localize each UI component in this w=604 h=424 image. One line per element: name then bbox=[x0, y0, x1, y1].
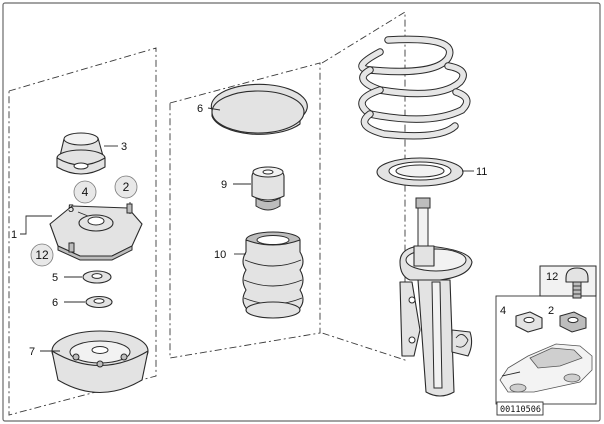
callout-3: 3 bbox=[121, 141, 127, 153]
callout-6b-leader bbox=[207, 107, 221, 111]
support-bearing-cap bbox=[56, 132, 106, 175]
coil-spring bbox=[358, 35, 471, 140]
callout-7: 7 bbox=[29, 346, 35, 358]
callout-10: 10 bbox=[214, 249, 226, 261]
svg-text:2: 2 bbox=[123, 180, 130, 194]
callout-5a-leader bbox=[77, 211, 89, 217]
drawing-reference-number: 00110506 bbox=[500, 405, 541, 415]
callout-2-bubble: 2 bbox=[114, 175, 138, 199]
washer-5 bbox=[82, 270, 112, 284]
strut-mount-plate bbox=[49, 202, 143, 261]
callout-5a: 5 bbox=[68, 203, 74, 215]
svg-text:12: 12 bbox=[35, 248, 49, 262]
middle-panel-outline bbox=[169, 62, 321, 359]
callout-9: 9 bbox=[221, 179, 227, 191]
protective-boot bbox=[242, 231, 304, 319]
shock-absorber-strut bbox=[399, 197, 473, 397]
callout-5b: 5 bbox=[52, 272, 58, 284]
left-panel-outline bbox=[8, 47, 157, 416]
callout-6b: 6 bbox=[197, 103, 203, 115]
bump-stop bbox=[251, 166, 285, 211]
svg-text:4: 4 bbox=[82, 185, 89, 199]
lower-spring-pad bbox=[376, 157, 464, 187]
callout-11: 11 bbox=[476, 166, 487, 178]
callout-4-bubble: 4 bbox=[73, 180, 97, 204]
callout-12-bubble: 12 bbox=[30, 243, 54, 267]
upper-spring-pad bbox=[210, 83, 308, 135]
kit-nut-2 bbox=[559, 311, 587, 333]
callout-6a: 6 bbox=[52, 297, 58, 309]
kit-callout-2: 2 bbox=[548, 305, 554, 317]
lower-spring-seat bbox=[51, 330, 149, 394]
callout-1-bracket bbox=[20, 215, 52, 235]
kit-bolt-12 bbox=[539, 265, 597, 299]
right-panel-outline bbox=[321, 11, 406, 361]
callout-1: 1 bbox=[11, 229, 17, 241]
kit-callout-12: 12 bbox=[546, 271, 558, 283]
kit-callout-4: 4 bbox=[500, 305, 506, 317]
washer-6 bbox=[85, 295, 113, 309]
drawing-reference-box bbox=[496, 401, 544, 416]
kit-nut-4 bbox=[515, 311, 543, 333]
vehicle-location-car-icon bbox=[499, 343, 593, 393]
